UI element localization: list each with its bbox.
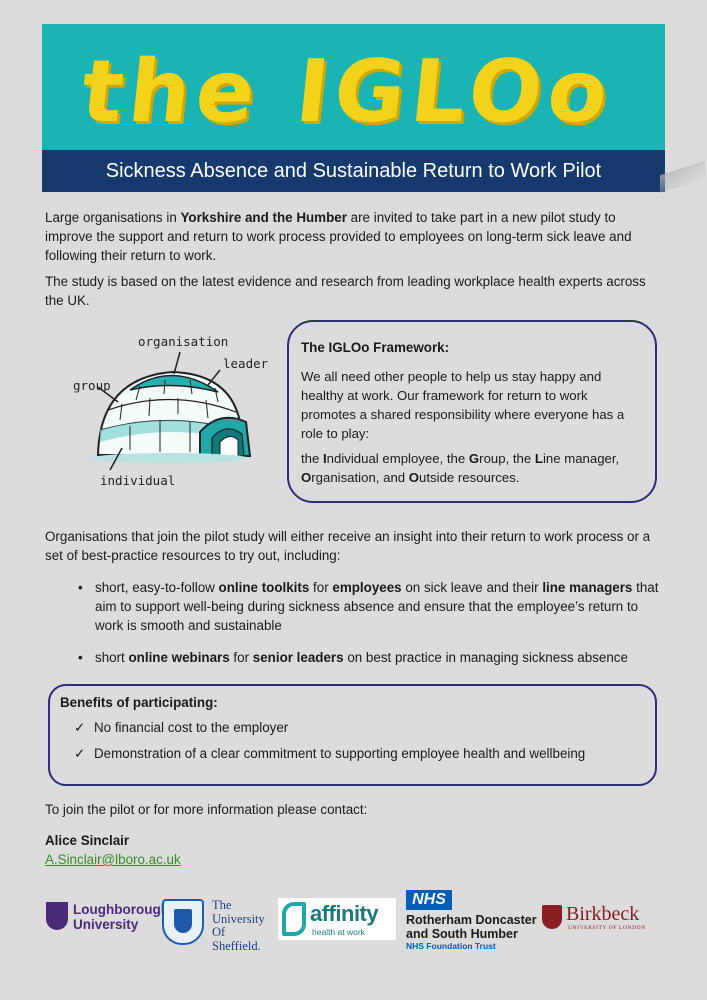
roles-text: utside resources. (419, 470, 520, 485)
evidence-paragraph: The study is based on the latest evidenc… (45, 274, 646, 308)
igloo-label-group: group (73, 378, 111, 393)
logo-line: Sheffield. (212, 938, 261, 953)
pilot-paragraph: Organisations that join the pilot study … (45, 529, 651, 563)
bullet-text: that aim to support well-being during si… (95, 580, 659, 633)
list-item: ✓ No financial cost to the employer (60, 718, 645, 737)
logo-line: University (212, 911, 265, 926)
bullet-emphasis: line managers (542, 580, 633, 595)
banner-subtitle-bar: Sickness Absence and Sustainable Return … (42, 150, 665, 192)
bullet-text: for (309, 580, 333, 595)
bullet-text: short (95, 650, 129, 665)
roles-text: rganisation, and (311, 470, 409, 485)
bullet-text: on best practice in managing sickness ab… (343, 650, 628, 665)
nhs-trust-type: NHS Foundation Trust (406, 941, 496, 951)
checkmark-icon: ✓ (74, 746, 86, 761)
roles-text: ine manager, (542, 451, 620, 466)
list-item: short, easy-to-follow online toolkits fo… (78, 578, 668, 635)
intro-text-end: are invited to take part in a new pilot … (45, 210, 632, 263)
roles-letter: O (301, 470, 312, 485)
framework-roles: the Individual employee, the Group, the … (301, 449, 641, 487)
igloo-label-individual: individual (100, 473, 176, 488)
affinity-logo: affinity health at work (278, 898, 396, 940)
igloo-label-leader: leader (223, 356, 269, 371)
resources-list: short, easy-to-follow online toolkits fo… (78, 578, 668, 667)
benefits-heading: Benefits of participating: (60, 695, 218, 710)
igloo-label-organisation: organisation (138, 334, 229, 349)
logo-line: The (212, 898, 232, 912)
page-title: the IGLOo (76, 42, 619, 142)
crest-icon (542, 905, 562, 929)
framework-box: The IGLOo Framework: We all need other p… (287, 320, 657, 503)
contact-name: Alice Sinclair (45, 833, 130, 848)
logo-line: Of (212, 925, 226, 939)
logo-line: Rotherham Doncaster (406, 913, 537, 927)
logo-line: University (73, 917, 139, 932)
igloo-illustration: organisation leader group individual (60, 330, 280, 500)
shield-icon (46, 902, 68, 930)
bullet-text: short, easy-to-follow (95, 580, 219, 595)
benefit-text: Demonstration of a clear commitment to s… (94, 746, 586, 761)
bullet-emphasis: employees (332, 580, 402, 595)
roles-text: ndividual employee, the (326, 451, 469, 466)
affinity-name: affinity (310, 901, 379, 926)
intro-text: Large organisations in (45, 210, 181, 225)
framework-body: We all need other people to help us stay… (301, 369, 625, 441)
banner-title-area: the IGLOo (42, 24, 665, 150)
logo-line: Loughborough (73, 902, 169, 917)
bullet-emphasis: online webinars (128, 650, 230, 665)
roles-letter: L (534, 451, 543, 466)
banner-shadow (660, 160, 705, 194)
bullet-text: for (229, 650, 253, 665)
framework-heading: The IGLOo Framework: (301, 340, 450, 355)
nhs-badge: NHS (406, 890, 452, 910)
crest-icon (162, 899, 204, 945)
contact-prompt: To join the pilot or for more informatio… (45, 802, 368, 817)
bullet-emphasis: online toolkits (218, 580, 310, 595)
list-item: short online webinars for senior leaders… (78, 648, 668, 667)
contact-email-link[interactable]: A.Sinclair@lboro.ac.uk (45, 852, 181, 867)
birkbeck-logo: Birkbeck UNIVERSITY OF LONDON (542, 903, 652, 939)
roles-text: roup, the (479, 451, 535, 466)
roles-letter: G (468, 451, 480, 466)
benefit-text: No financial cost to the employer (94, 720, 289, 735)
affinity-mark-icon (282, 902, 306, 936)
igloo-icon (92, 351, 252, 471)
bullet-text: on sick leave and their (401, 580, 543, 595)
roles-letter: I (323, 451, 327, 466)
birkbeck-name: Birkbeck (566, 903, 640, 925)
intro-paragraph: Large organisations in Yorkshire and the… (45, 208, 665, 265)
list-item: ✓ Demonstration of a clear commitment to … (60, 744, 645, 763)
intro-region: Yorkshire and the Humber (180, 210, 347, 225)
benefits-box: Benefits of participating: ✓ No financial… (48, 684, 657, 786)
birkbeck-sub: UNIVERSITY OF LONDON (568, 925, 646, 931)
logo-line: and South Humber (406, 927, 518, 941)
bullet-emphasis: senior leaders (252, 650, 344, 665)
header-banner: the IGLOo Sickness Absence and Sustainab… (42, 24, 665, 192)
page-subtitle: Sickness Absence and Sustainable Return … (105, 159, 602, 182)
affinity-tagline: health at work (312, 927, 365, 937)
roles-text: the (301, 451, 323, 466)
benefits-list: ✓ No financial cost to the employer ✓ Demo… (60, 718, 645, 763)
roles-letter: O (408, 470, 420, 485)
checkmark-icon: ✓ (74, 720, 86, 735)
